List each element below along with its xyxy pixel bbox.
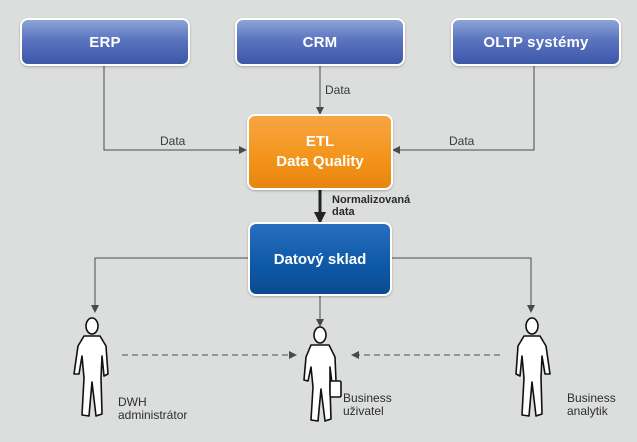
erp-label: ERP: [89, 33, 121, 51]
warehouse-to-analyst-connector: [392, 257, 535, 313]
erp-edge-label: Data: [160, 134, 186, 148]
oltp-to-etl-connector: [392, 66, 535, 154]
etl-title: ETL: [305, 133, 335, 150]
admin-label: DWH administrátor: [118, 396, 187, 422]
analyst-label-line1: Business: [567, 391, 616, 405]
oltp-edge-label: Data: [449, 134, 475, 148]
normalized-data-label: Normalizovaná data: [332, 194, 410, 218]
crm-label: CRM: [302, 33, 338, 51]
oltp-box: OLTP systémy: [451, 18, 621, 66]
etl-subtitle: Data Quality: [276, 153, 364, 170]
normalized-data-line2: data: [332, 206, 355, 218]
analyst-label: Business analytik: [567, 392, 616, 418]
admin-label-line2: administrátor: [118, 408, 188, 422]
warehouse-label: Datový sklad: [273, 250, 367, 268]
business-user-label-line2: uživatel: [343, 404, 384, 418]
crm-box: CRM: [235, 18, 405, 66]
etl-box: ETL Data Quality: [247, 114, 393, 190]
business-user-person-icon: [303, 326, 342, 422]
erp-box: ERP: [20, 18, 190, 66]
business-user-label: Business uživatel: [343, 392, 392, 418]
warehouse-box: Datový sklad: [248, 222, 392, 296]
normalized-data-line1: Normalizovaná: [332, 194, 411, 206]
admin-person-icon: [73, 317, 109, 417]
admin-label-line1: DWH: [118, 395, 147, 409]
analyst-label-line2: analytik: [567, 404, 608, 418]
crm-edge-label: Data: [325, 83, 351, 97]
business-user-label-line1: Business: [343, 391, 392, 405]
analyst-person-icon: [515, 317, 551, 417]
warehouse-to-admin-connector: [91, 257, 248, 313]
oltp-label: OLTP systémy: [483, 33, 589, 51]
erp-to-etl-connector: [103, 66, 247, 154]
